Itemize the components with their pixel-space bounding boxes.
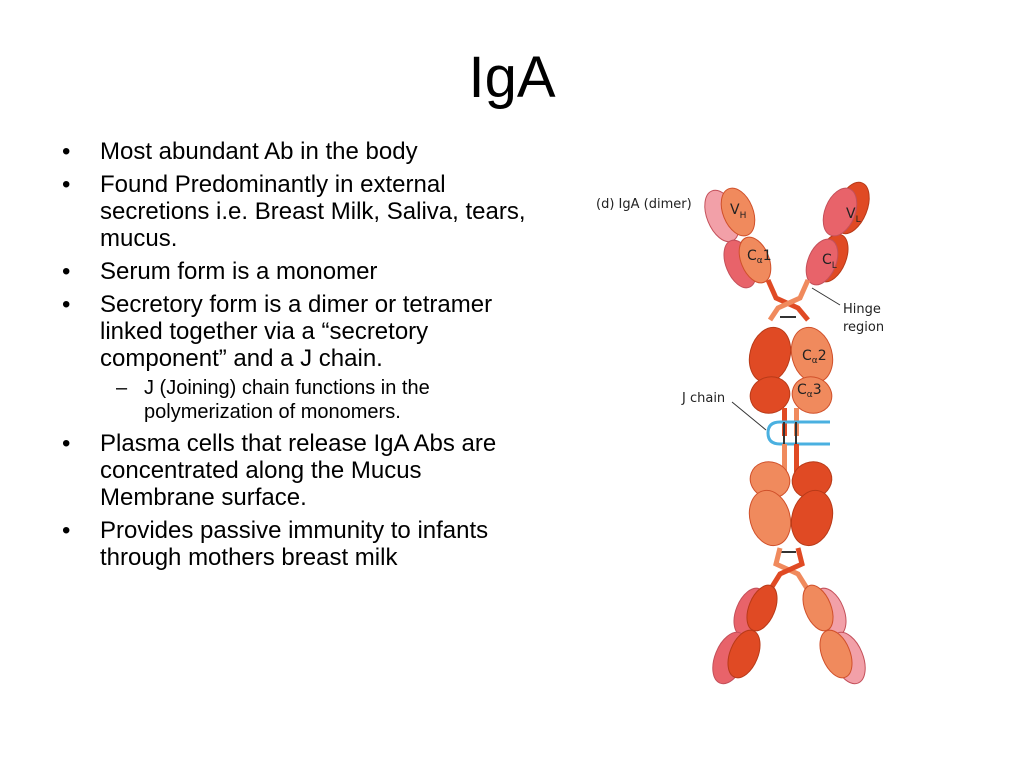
- slide-title: IgA: [468, 45, 556, 110]
- upper-monomer: VH Cα1 VL CL Hinge region Cα2 Cα3: [704, 181, 884, 436]
- jchain-pointer-line: [731, 401, 767, 431]
- vl-label: VL: [846, 206, 861, 225]
- vh-label: VH: [730, 202, 746, 221]
- iga-dimer-diagram: (d) IgA (dimer) VH Cα1 VL CL Hinge regio…: [596, 181, 884, 685]
- ca2-label: Cα2: [802, 348, 827, 366]
- bullet-item: Secretory form is a dimer or tetramer li…: [62, 291, 542, 424]
- diagram-caption: (d) IgA (dimer): [596, 197, 692, 212]
- j-chain-loop: [766, 420, 830, 446]
- j-chain: J chain: [681, 391, 830, 446]
- sub-bullet-text: J (Joining) chain functions in the polym…: [144, 377, 430, 423]
- bullet-text: Found Predominantly in external secretio…: [100, 171, 526, 252]
- hinge-pointer-line: [811, 287, 841, 306]
- upper-left-ca1-domain: [738, 236, 772, 284]
- hinge-label-line2: region: [843, 320, 884, 335]
- bullet-list: Most abundant Ab in the body Found Predo…: [62, 138, 542, 577]
- ca3-label: Cα3: [797, 382, 822, 400]
- lower-left-vh-domain: [727, 629, 761, 679]
- bullet-text: Plasma cells that release IgA Abs are co…: [100, 430, 497, 511]
- bullet-text: Serum form is a monomer: [100, 258, 378, 285]
- lower-monomer: [712, 444, 866, 685]
- sub-bullet-item: J (Joining) chain functions in the polym…: [100, 376, 542, 424]
- bullet-item: Provides passive immunity to infants thr…: [62, 517, 542, 571]
- lower-right-vh-domain: [819, 629, 853, 679]
- upper-left-vh-domain: [720, 187, 756, 237]
- lower-right-tail: [794, 444, 799, 472]
- upper-hinge-right: [767, 278, 811, 322]
- lower-left-ca2-domain: [748, 489, 792, 547]
- upper-left-ca3-domain: [749, 376, 791, 414]
- bullet-item: Most abundant Ab in the body: [62, 138, 542, 165]
- upper-right-ch1-domain: [805, 238, 839, 286]
- bullet-text: Provides passive immunity to infants thr…: [100, 517, 489, 571]
- jchain-label: J chain: [681, 391, 725, 406]
- bullet-item: Serum form is a monomer: [62, 258, 542, 285]
- sub-bullet-list: J (Joining) chain functions in the polym…: [100, 376, 542, 424]
- lower-left-tail: [782, 444, 787, 472]
- cl-label: CL: [822, 252, 837, 271]
- upper-right-ca3-domain: [791, 376, 833, 414]
- bullet-item: Plasma cells that release IgA Abs are co…: [62, 430, 542, 511]
- lower-right-ca2-domain: [790, 489, 834, 547]
- bullet-item: Found Predominantly in external secretio…: [62, 171, 542, 252]
- ca1-label: Cα1: [747, 248, 772, 266]
- bullet-text: Most abundant Ab in the body: [100, 138, 418, 165]
- lower-hinge-right: [767, 547, 805, 592]
- hinge-label-line1: Hinge: [843, 302, 881, 317]
- bullet-text: Secretory form is a dimer or tetramer li…: [100, 291, 493, 372]
- upper-right-vh-domain: [822, 187, 858, 237]
